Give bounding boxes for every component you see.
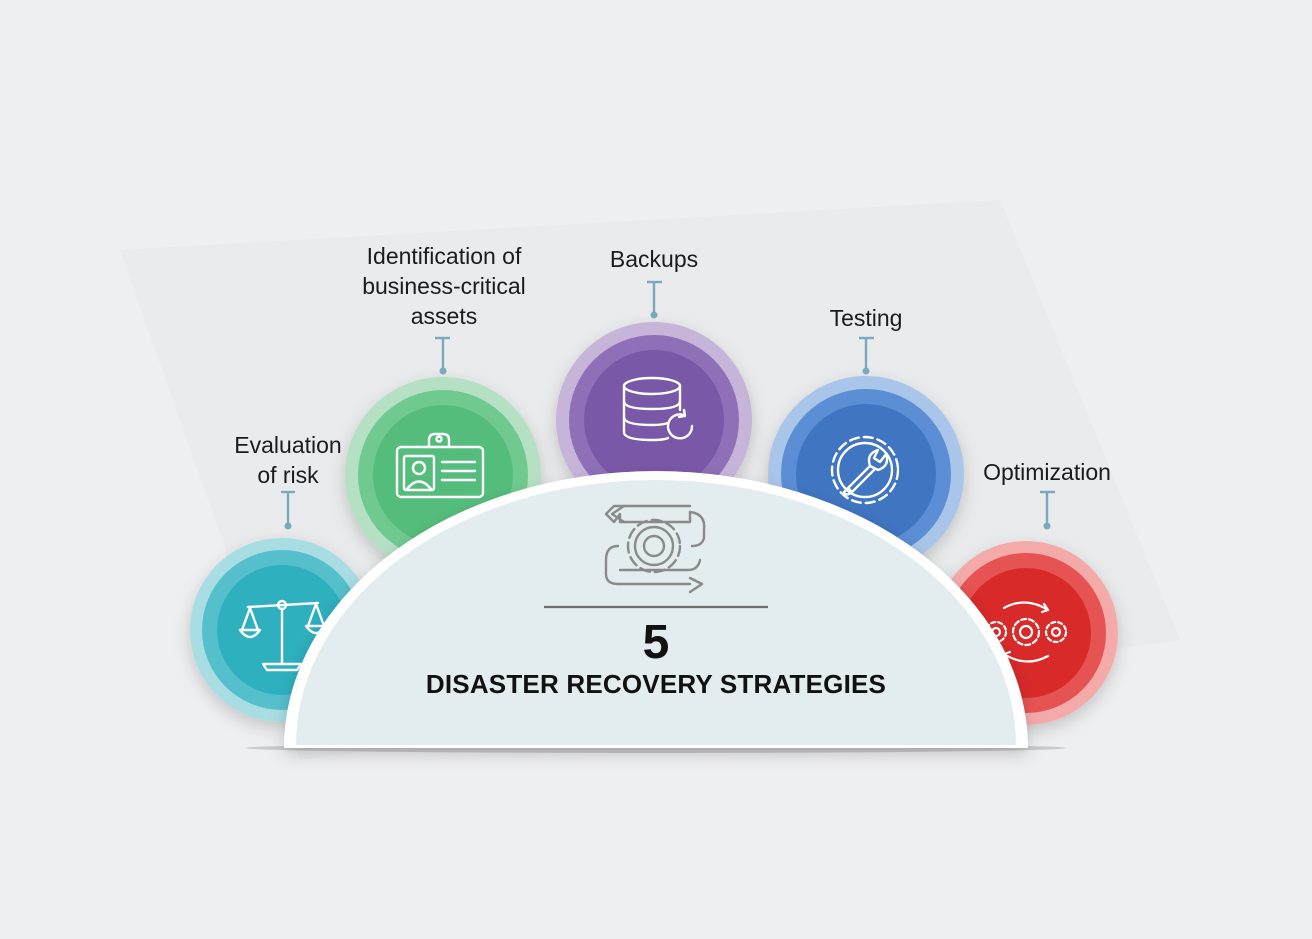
label-line: Backups [609, 246, 699, 272]
scales-icon [238, 599, 328, 672]
gear-cycle-arrows-icon [604, 504, 706, 594]
label-line: Optimization [983, 459, 1111, 485]
center-dome [246, 471, 1066, 753]
label-testing: Testing [766, 303, 966, 333]
connector-backups [647, 280, 662, 319]
connector-identification [435, 336, 450, 375]
label-identification: Identification of business-critical asse… [324, 241, 564, 331]
gear-wrench-icon [830, 435, 900, 505]
circle-inner [584, 350, 724, 490]
connector-testing [859, 336, 874, 375]
database-refresh-icon [622, 376, 694, 442]
label-evaluation-of-risk: Evaluation of risk [188, 430, 388, 490]
label-line: business-critical [362, 273, 526, 299]
label-line: of risk [257, 462, 319, 488]
strategy-circle-backups [556, 322, 752, 518]
connector-evaluation [281, 490, 295, 530]
center-number: 5 [642, 616, 670, 669]
dome-fill [296, 480, 1016, 745]
label-line: Identification of [366, 243, 522, 269]
label-backups: Backups [554, 244, 754, 274]
id-card-icon [395, 432, 485, 499]
label-line: Evaluation [234, 432, 342, 458]
label-line: assets [410, 303, 478, 329]
center-title: DISASTER RECOVERY STRATEGIES [425, 669, 887, 699]
label-line: Testing [829, 305, 903, 331]
connector-optimization [1040, 490, 1055, 530]
connectors [281, 280, 1055, 530]
label-optimization: Optimization [957, 457, 1137, 487]
